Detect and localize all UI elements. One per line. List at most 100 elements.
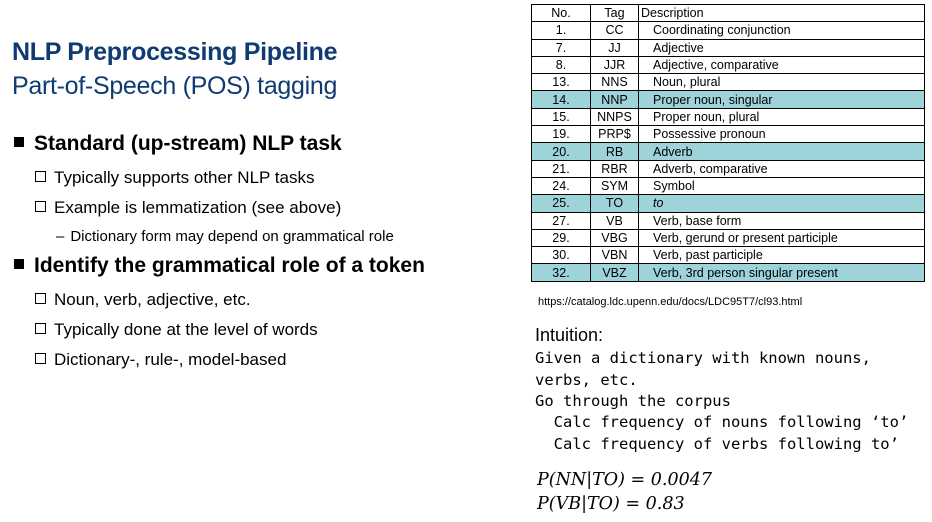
table-row: 19.PRP$Possessive pronoun (531, 125, 925, 144)
cell-description: Proper noun, plural (638, 107, 925, 127)
cell-no: 19. (531, 125, 591, 144)
cell-no: 7. (531, 38, 591, 57)
cell-description: Verb, base form (638, 211, 925, 230)
cell-no: 24. (531, 176, 591, 196)
bullet-level1: Standard (up-stream) NLP task (14, 132, 342, 156)
intuition-label: Intuition: (535, 325, 604, 345)
code-line: Calc frequency of verbs following to’ (535, 435, 899, 453)
slide-subtitle: Part-of-Speech (POS) tagging (12, 72, 338, 100)
hollow-square-bullet-icon (35, 353, 46, 364)
code-line: Calc frequency of nouns following ‘to’ (535, 413, 909, 431)
code-line: verbs, etc. (535, 371, 638, 389)
bullet-text: Standard (up-stream) NLP task (34, 132, 342, 155)
bullet-text: Dictionary form may depend on grammatica… (70, 228, 394, 245)
cell-no: 25. (531, 194, 591, 213)
cell-description: Symbol (638, 176, 925, 196)
code-line: Go through the corpus (535, 392, 731, 410)
cell-no: 1. (531, 21, 591, 40)
cell-no: 14. (531, 90, 591, 109)
cell-no: 32. (531, 263, 591, 282)
cell-description: Verb, 3rd person singular present (638, 263, 925, 282)
cell-tag: VBG (590, 228, 639, 248)
formula-vb-to: P(VB|TO) = 0.83 (537, 494, 685, 514)
table-header-row: No. Tag Description (531, 3, 925, 23)
cell-description: Coordinating conjunction (638, 21, 925, 40)
bullet-text: Typically supports other NLP tasks (54, 168, 315, 187)
cell-description: to (638, 194, 925, 213)
bullet-text: Typically done at the level of words (54, 320, 318, 339)
header-no: No. (531, 3, 591, 23)
cell-tag: NNPS (590, 107, 639, 127)
dash-bullet-icon: – (56, 228, 65, 245)
cell-tag: SYM (590, 176, 639, 196)
cell-tag: JJR (590, 55, 639, 75)
source-url: https://catalog.ldc.upenn.edu/docs/LDC95… (538, 296, 803, 308)
cell-no: 21. (531, 159, 591, 178)
cell-no: 20. (531, 142, 591, 161)
cell-description: Possessive pronoun (638, 125, 925, 144)
cell-no: 30. (531, 246, 591, 265)
cell-description: Adjective (638, 38, 925, 57)
hollow-square-bullet-icon (35, 201, 46, 212)
square-bullet-icon (14, 259, 24, 269)
cell-no: 29. (531, 228, 591, 248)
hollow-square-bullet-icon (35, 323, 46, 334)
cell-no: 15. (531, 107, 591, 127)
bullet-level2: Example is lemmatization (see above) (35, 198, 341, 218)
bullet-text: Example is lemmatization (see above) (54, 198, 342, 217)
cell-description: Verb, past participle (638, 246, 925, 265)
header-tag: Tag (590, 3, 639, 23)
bullet-text: Noun, verb, adjective, etc. (54, 290, 251, 309)
header-description: Description (638, 3, 925, 23)
cell-tag: RBR (590, 159, 639, 178)
formula-nn-to: P(NN|TO) = 0.0047 (537, 470, 712, 490)
cell-tag: JJ (590, 38, 639, 57)
bullet-level3: –Dictionary form may depend on grammatic… (56, 228, 394, 245)
cell-tag: RB (590, 142, 639, 161)
bullet-text: Dictionary-, rule-, model-based (54, 350, 287, 369)
cell-description: Adverb (638, 142, 925, 161)
cell-no: 13. (531, 73, 591, 92)
bullet-level2: Typically supports other NLP tasks (35, 168, 314, 188)
cell-description: Adjective, comparative (638, 55, 925, 75)
cell-tag: VBZ (590, 263, 639, 282)
cell-tag: VB (590, 211, 639, 230)
slide-title: NLP Preprocessing Pipeline (12, 38, 338, 66)
cell-tag: CC (590, 21, 639, 40)
cell-description: Adverb, comparative (638, 159, 925, 178)
bullet-level2: Dictionary-, rule-, model-based (35, 350, 286, 370)
cell-description: Noun, plural (638, 73, 925, 92)
bullet-level2: Typically done at the level of words (35, 320, 318, 340)
cell-tag: VBN (590, 246, 639, 265)
square-bullet-icon (14, 137, 24, 147)
cell-tag: NNP (590, 90, 639, 109)
cell-tag: TO (590, 194, 639, 213)
bullet-level1: Identify the grammatical role of a token (14, 254, 425, 278)
cell-description: Proper noun, singular (638, 90, 925, 109)
hollow-square-bullet-icon (35, 293, 46, 304)
cell-no: 8. (531, 55, 591, 75)
bullet-level2: Noun, verb, adjective, etc. (35, 290, 251, 310)
cell-description: Verb, gerund or present participle (638, 228, 925, 248)
cell-no: 27. (531, 211, 591, 230)
bullet-text: Identify the grammatical role of a token (34, 254, 425, 277)
cell-tag: NNS (590, 73, 639, 92)
cell-tag: PRP$ (590, 125, 639, 144)
hollow-square-bullet-icon (35, 171, 46, 182)
code-line: Given a dictionary with known nouns, (535, 349, 871, 367)
